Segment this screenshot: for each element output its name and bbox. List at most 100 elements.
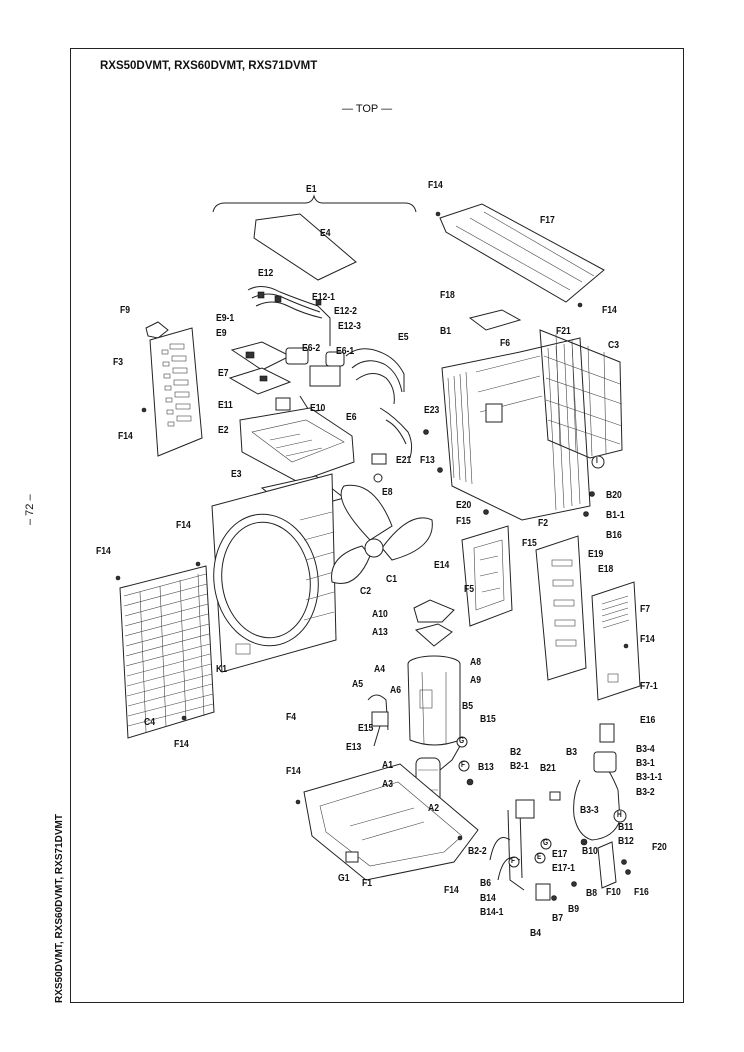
label-e18: E18 xyxy=(598,563,614,575)
label-b3-1: B3-1 xyxy=(636,757,655,769)
part-b10 xyxy=(580,838,588,846)
label-c4: C4 xyxy=(144,716,156,728)
part-b21 xyxy=(549,791,561,801)
label-f20: F20 xyxy=(652,841,667,853)
part-g1-drain xyxy=(345,851,359,863)
diagram-title: RXS50DVMT, RXS60DVMT, RXS71DVMT xyxy=(100,60,318,72)
screw-f14-panel xyxy=(195,561,201,567)
part-e21 xyxy=(371,453,387,465)
part-f18 xyxy=(468,309,522,331)
part-f9 xyxy=(145,321,169,339)
label-c2: C2 xyxy=(360,585,372,597)
label-f14-a: F14 xyxy=(118,430,133,442)
callout-circle-g xyxy=(456,736,468,748)
label-e14: E14 xyxy=(434,559,450,571)
label-e7: E7 xyxy=(218,367,229,379)
label-b2-2: B2-2 xyxy=(468,845,487,857)
view-label: — TOP — xyxy=(342,103,393,115)
callout-circle-g-b xyxy=(540,838,552,850)
part-b1-heat-exchanger xyxy=(441,337,591,521)
part-b20 xyxy=(589,491,595,497)
part-f2-partition xyxy=(535,535,587,681)
label-e17: E17 xyxy=(552,848,568,860)
label-b16: B16 xyxy=(606,529,622,541)
part-b9 xyxy=(551,895,557,901)
part-b13 xyxy=(466,778,474,786)
screw-f14-grille xyxy=(115,575,121,581)
part-b14 xyxy=(535,883,551,901)
part-a5-thermistor xyxy=(367,694,389,747)
part-f7-service-cover xyxy=(591,581,641,701)
label-e5: E5 xyxy=(398,331,409,343)
label-e12-1: E12-1 xyxy=(312,291,335,303)
label-e1: E1 xyxy=(306,183,317,195)
part-f20 xyxy=(621,859,627,865)
part-f4-front-panel xyxy=(211,473,337,673)
label-b14-1: B14-1 xyxy=(480,906,504,918)
label-e16: E16 xyxy=(640,714,656,726)
label-f14-c: F14 xyxy=(602,304,617,316)
part-e2-switch-box xyxy=(239,407,355,483)
callout-circle-f-b xyxy=(508,856,520,868)
label-b11: B11 xyxy=(618,821,634,833)
callout-f: F xyxy=(461,760,466,769)
label-e12-2: E12-2 xyxy=(334,305,357,317)
part-c1-propeller-fan xyxy=(331,484,433,584)
part-e23 xyxy=(423,429,429,435)
label-b3-2: B3-2 xyxy=(636,786,655,798)
part-b3-coil xyxy=(573,751,621,841)
label-f5: F5 xyxy=(464,583,475,595)
label-a9: A9 xyxy=(470,674,482,686)
part-e6-group xyxy=(285,347,345,387)
e1-bracket xyxy=(212,194,417,213)
e9-component xyxy=(245,351,255,359)
label-f14-d: F14 xyxy=(640,633,655,645)
callout-h: H xyxy=(617,810,622,819)
label-f10: F10 xyxy=(606,886,621,898)
label-k1: K1 xyxy=(216,663,228,675)
label-a4: A4 xyxy=(374,663,386,675)
label-f17: F17 xyxy=(540,214,555,226)
label-b6: B6 xyxy=(480,877,492,889)
label-a2: A2 xyxy=(428,802,440,814)
screw-f15 xyxy=(483,509,489,515)
screw-f14-top-right xyxy=(577,302,583,308)
label-e11: E11 xyxy=(218,399,233,411)
callout-g-b: G xyxy=(543,838,549,847)
part-f10-bracket xyxy=(597,841,617,889)
part-e4-plate xyxy=(253,213,357,281)
label-g1: G1 xyxy=(338,872,350,884)
label-e12: E12 xyxy=(258,267,274,279)
callout-g: G xyxy=(459,736,465,745)
screw-f14-left xyxy=(295,799,301,805)
callout-circle-e xyxy=(534,852,546,864)
label-c1: C1 xyxy=(386,573,398,585)
part-a10 xyxy=(413,599,455,623)
label-f16: F16 xyxy=(634,886,649,898)
label-b9: B9 xyxy=(568,903,580,915)
label-f18: F18 xyxy=(440,289,455,301)
label-f21: F21 xyxy=(556,325,571,337)
label-f14-f: F14 xyxy=(96,545,111,557)
label-f6: F6 xyxy=(500,337,511,349)
label-b2-1: B2-1 xyxy=(510,760,529,772)
label-f14-e: F14 xyxy=(176,519,191,531)
label-e3: E3 xyxy=(231,468,242,480)
part-e9-plate xyxy=(230,341,292,371)
label-b10: B10 xyxy=(582,845,598,857)
label-b2: B2 xyxy=(510,746,522,758)
part-e16 xyxy=(599,723,615,743)
label-e20: E20 xyxy=(456,499,472,511)
label-b3-3: B3-3 xyxy=(580,804,599,816)
label-f14-i: F14 xyxy=(444,884,459,896)
label-b8: B8 xyxy=(586,887,598,899)
part-b1-1 xyxy=(583,511,589,517)
label-b15: B15 xyxy=(480,713,496,725)
screw-f14-top xyxy=(435,211,441,217)
label-e17-1: E17-1 xyxy=(552,862,575,874)
screw-f14-grille-bottom xyxy=(181,715,187,721)
callout-circle-i xyxy=(591,455,605,469)
label-f15-a: F15 xyxy=(456,515,471,527)
label-a8: A8 xyxy=(470,656,482,668)
